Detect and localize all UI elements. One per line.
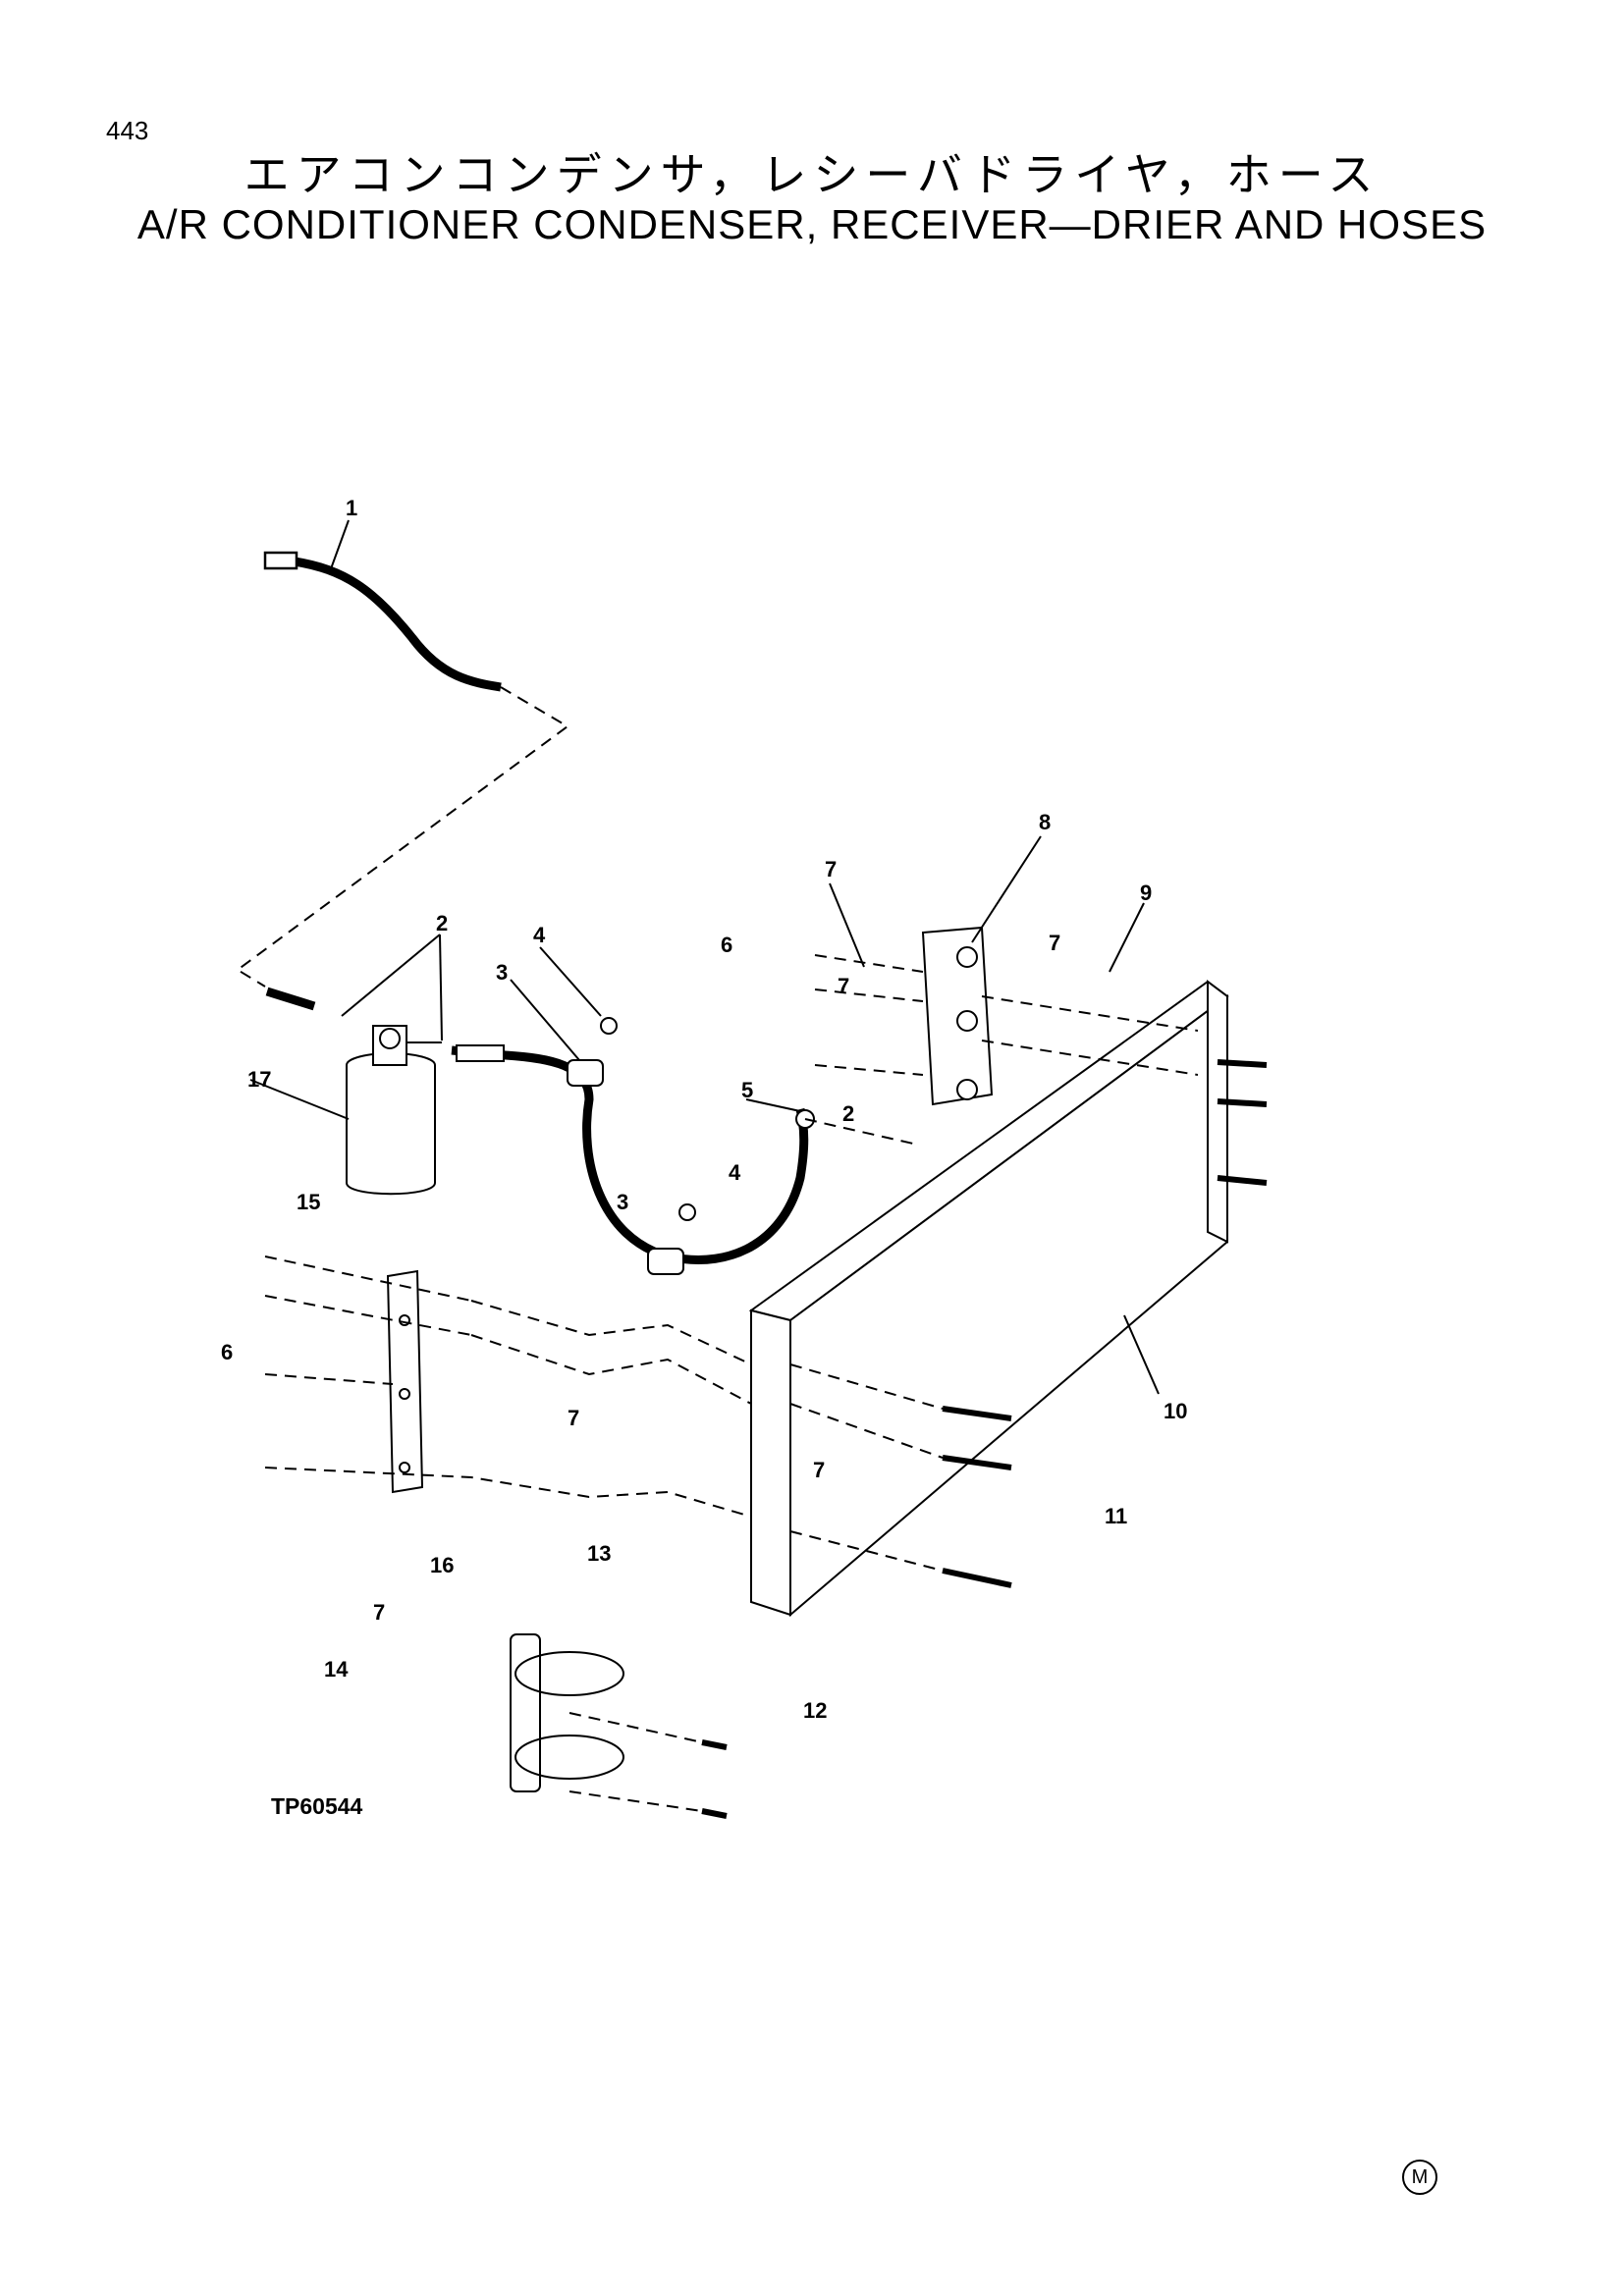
svg-text:8: 8 [1039, 810, 1051, 834]
receiver-drier [346, 1025, 442, 1196]
svg-text:4: 4 [729, 1160, 741, 1185]
svg-text:5: 5 [741, 1078, 753, 1102]
hose-1-end [265, 987, 316, 1011]
clamp-bracket [510, 1633, 624, 1792]
svg-text:6: 6 [721, 933, 732, 957]
hose-1-route [236, 686, 569, 988]
svg-text:2: 2 [842, 1101, 854, 1126]
condenser [748, 980, 1229, 1618]
svg-text:7: 7 [1049, 931, 1060, 955]
svg-text:17: 17 [247, 1067, 271, 1092]
clamp-3-lower [647, 1248, 684, 1275]
bolt-4-upper [600, 1017, 618, 1035]
svg-text:3: 3 [617, 1190, 628, 1214]
hose-1 [294, 557, 502, 692]
svg-text:1: 1 [346, 496, 357, 520]
bolt-4-lower [678, 1203, 696, 1221]
svg-text:6: 6 [221, 1340, 233, 1364]
svg-text:15: 15 [297, 1190, 320, 1214]
bracket-16 [386, 1269, 424, 1494]
svg-text:7: 7 [568, 1406, 579, 1430]
page-title-english: A/R CONDITIONER CONDENSER, RECEIVER—DRIE… [136, 201, 1488, 247]
svg-text:3: 3 [496, 960, 508, 985]
svg-text:4: 4 [533, 923, 546, 947]
svg-text:7: 7 [813, 1458, 825, 1482]
svg-text:10: 10 [1164, 1399, 1187, 1423]
bracket-8 [921, 926, 994, 1106]
svg-text:12: 12 [803, 1698, 827, 1723]
page-number: 443 [106, 116, 149, 145]
figure-reference: TP60544 [271, 1793, 363, 1819]
svg-text:2: 2 [436, 911, 448, 935]
svg-text:7: 7 [825, 857, 837, 881]
corner-mark: M [1402, 2160, 1437, 2195]
svg-text:13: 13 [587, 1541, 611, 1566]
hose-1-fitting [263, 551, 298, 570]
hose-3-fitting [456, 1044, 505, 1062]
svg-text:11: 11 [1105, 1504, 1127, 1528]
clamp-3-upper [567, 1059, 604, 1087]
svg-text:7: 7 [838, 974, 849, 998]
svg-text:16: 16 [430, 1553, 454, 1577]
svg-text:14: 14 [324, 1657, 349, 1682]
svg-text:9: 9 [1140, 881, 1152, 905]
svg-text:7: 7 [373, 1600, 385, 1625]
page-title-japanese: エアコンコンデンサ，レシーバドライヤ，ホース [244, 148, 1380, 201]
